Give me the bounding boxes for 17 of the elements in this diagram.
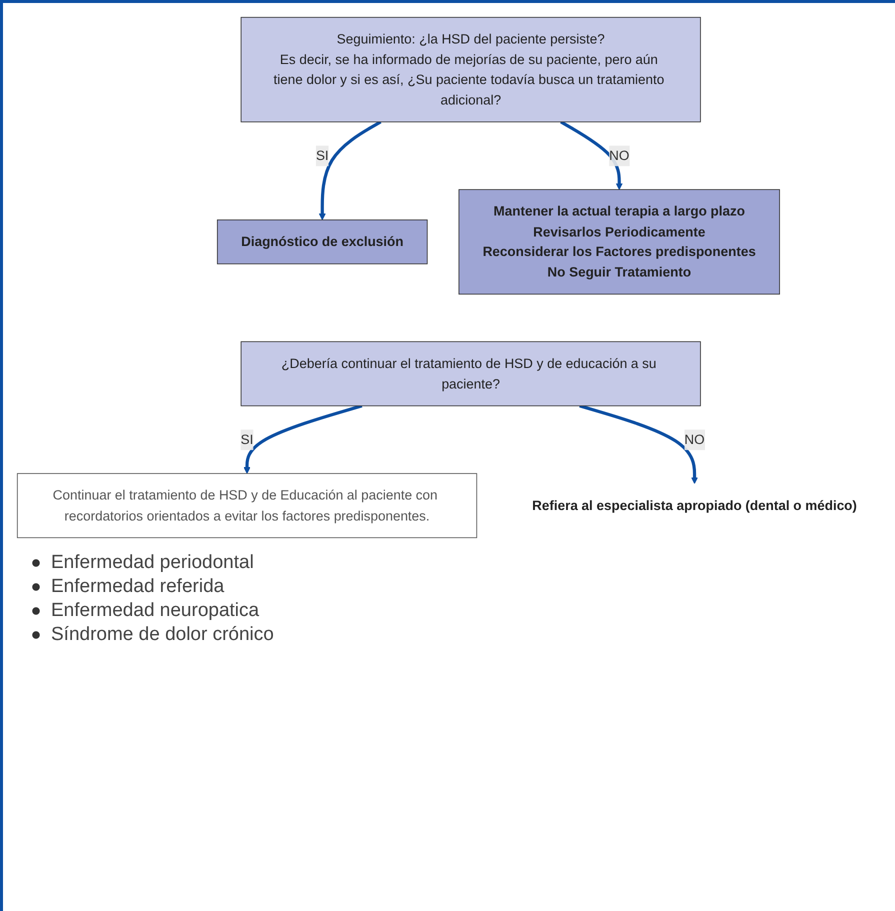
node-box: [216, 220, 428, 264]
edge-label: SI: [240, 432, 254, 448]
edge-label: SI: [316, 148, 329, 164]
edge-label: NO: [684, 432, 705, 448]
arrow: [244, 404, 362, 474]
node-text: Refiera al especialista apropiado (dental o médico): [532, 498, 857, 513]
arrow: [318, 120, 382, 220]
bullet-item: Enfermedad periodontal: [31, 552, 254, 574]
bullet-item: Enfermedad neuropatica: [31, 600, 260, 622]
arrow: [560, 120, 623, 190]
arrow: [579, 404, 698, 484]
edge-label: NO: [609, 148, 630, 164]
node-box: [240, 16, 701, 122]
node-box: [16, 473, 478, 538]
flowchart: SI NO SI NO Seguimiento: ¿la HSD del paciente persiste? Es decir, se ha informado de mejorías de su paciente, pero aún tiene dolor y si es así, ¿Su paciente todavía busca un tratamiento adicional? Mantener la actual terapia a largo plazo Revisarlos Periodicamente Reconsiderar los Factores predisponentes No Seguir Tratamiento Diagnóstico de exclusión ¿Debería continuar el tratamiento de HSD y de educación a su paciente? Refiera al especialista apropiado (dental o médico) Continuar el tratamiento de HSD y de Educación al paciente con recordatorios orientados a evitar los factores predisponentes.: [11, 11, 887, 544]
node-box: [240, 341, 701, 406]
node-box: [458, 189, 780, 295]
